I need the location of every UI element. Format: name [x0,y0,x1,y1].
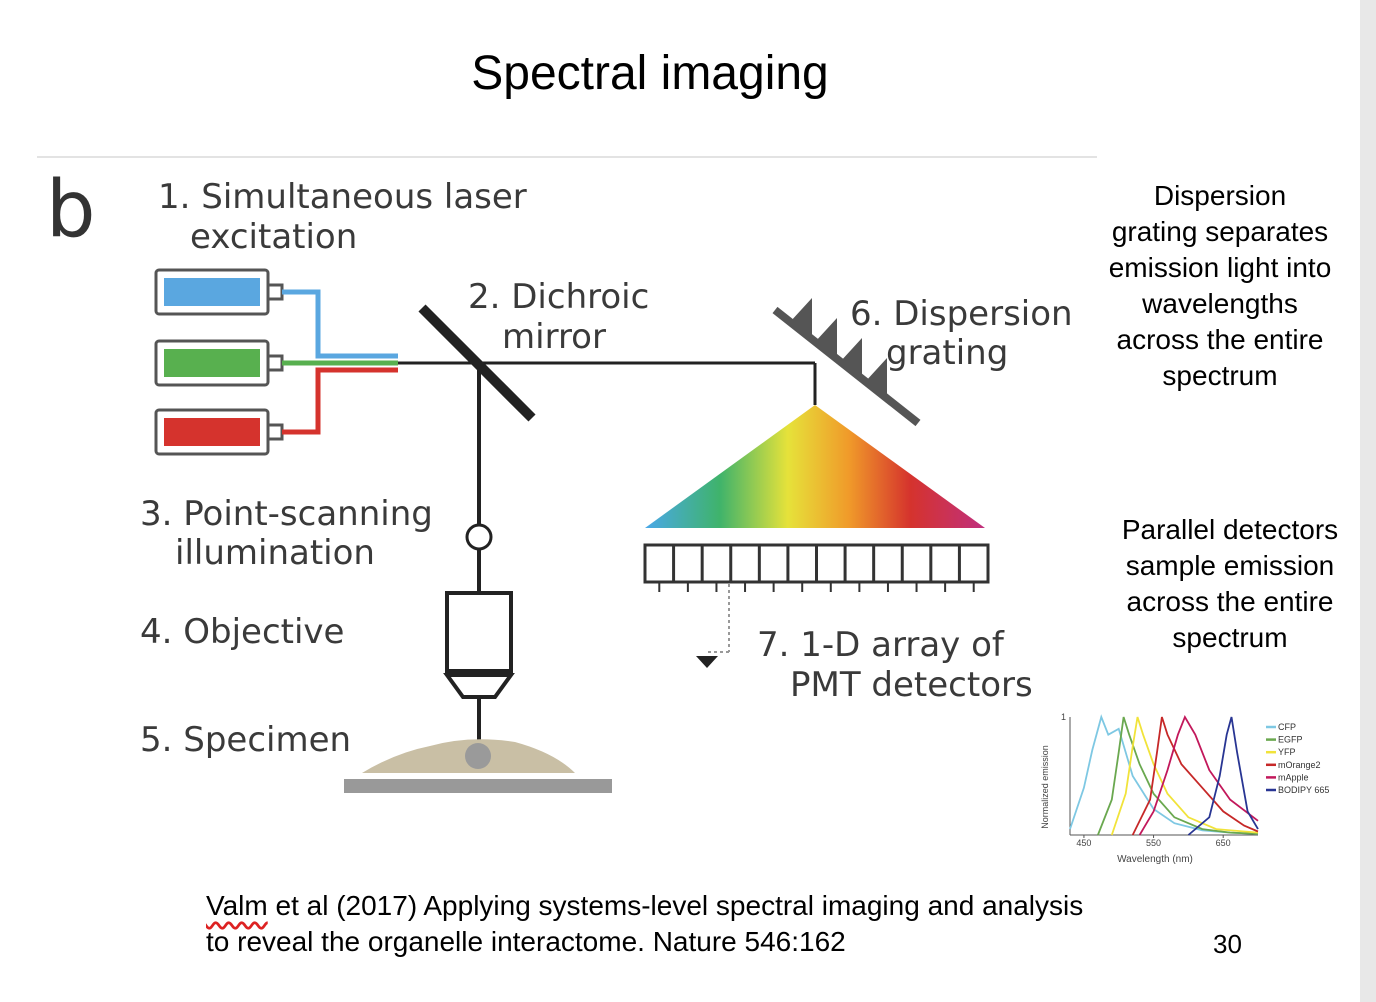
chart-y-tick-label: 1 [1061,712,1066,722]
chart-x-tick-label: 650 [1216,838,1231,848]
series-line [1097,716,1259,836]
detectors-note-line: spectrum [1172,622,1288,653]
step4-label: 4. Objective [140,612,344,652]
microscope-diagram: b 1. Simultaneous laser excitation 2. Di… [46,165,1073,793]
step6-label: 6. Dispersion grating [850,294,1073,373]
dispersion-note-line: wavelengths [1142,288,1298,319]
legend-label: EGFP [1278,735,1303,745]
citation-line1-rest: et al (2017) Applying systems-level spec… [267,890,1084,921]
dispersion-note: Dispersion grating separates emission li… [1090,178,1350,394]
slide-title: Spectral imaging [471,47,829,100]
legend-label: CFP [1278,722,1296,732]
laser-green [154,339,284,387]
laser-red [154,408,284,456]
detectors-note-line: across the entire [1126,586,1334,617]
step7-label-line1: 7. 1-D array of [757,625,1005,665]
dispersion-grating [772,298,921,427]
laser-beam-paths [282,289,398,435]
detectors-note-line: sample emission [1125,550,1335,581]
step1-label-line2: excitation [190,217,357,257]
legend-label: mOrange2 [1278,760,1321,770]
step5-label: 5. Specimen [140,720,351,760]
detectors-note: Parallel detectors sample emission acros… [1100,512,1360,656]
dispersion-note-line: Dispersion [1153,180,1287,211]
citation-line2: to reveal the organelle interactome. Nat… [206,926,846,957]
step2-label-line1: 2. Dichroic [468,277,649,317]
citation: Valm et al (2017) Applying systems-level… [206,888,1083,960]
specimen [344,739,612,793]
chart-xlabel: Wavelength (nm) [1117,854,1193,865]
step6-label-line2: grating [886,333,1008,373]
step7-label-line2: PMT detectors [790,665,1033,705]
beam-blue [282,289,398,359]
vertical-scrollbar[interactable] [1360,0,1376,1002]
step3-label: 3. Point-scanning illumination [140,494,433,573]
step3-label-line1: 3. Point-scanning [140,494,433,534]
beam-red [282,367,398,435]
step3-label-line2: illumination [175,533,375,573]
step1-label-line1: 1. Simultaneous laser [158,177,527,217]
emission-spectra-chart: Normalized emission Wavelength (nm) 450 5… [1040,712,1329,865]
step6-label-line1: 6. Dispersion [850,294,1073,334]
series-line [1138,714,1259,836]
panel-letter: b [46,165,96,255]
series-line [1187,716,1259,836]
step2-label: 2. Dichroic mirror [468,277,649,357]
pmt-detector-elements [643,545,990,592]
legend-label: YFP [1278,747,1296,757]
laser-green-fill [164,349,260,377]
laser-blue [154,268,284,316]
step1-label: 1. Simultaneous laser excitation [158,177,527,257]
dispersion-note-line: grating separates [1111,216,1329,247]
laser-blue-fill [164,278,260,306]
citation-line1: Valm et al (2017) Applying systems-level… [206,888,1083,924]
laser-red-fill [164,418,260,446]
step7-label: 7. 1-D array of PMT detectors [757,625,1033,705]
pmt-detector-array [643,543,990,668]
scan-point [465,523,493,551]
dispersed-spectrum [645,405,985,528]
objective-lens [443,591,515,699]
step2-label-line2: mirror [502,317,606,357]
chart-x-tick-label: 450 [1076,838,1091,848]
dispersion-note-line: across the entire [1116,324,1324,355]
chart-series-lines [1069,714,1259,836]
page-number: 30 [1213,929,1242,959]
legend-label: mApple [1278,772,1309,782]
dispersion-note-line: spectrum [1162,360,1278,391]
series-line [1069,714,1259,835]
title-divider [37,156,1097,158]
legend-label: BODIPY 665 [1278,785,1329,795]
chart-x-tick-label: 550 [1146,838,1161,848]
citation-author: Valm [206,890,268,921]
dispersion-note-line: emission light into [1108,252,1332,283]
chart-ylabel: Normalized emission [1040,745,1050,829]
chart-axes: 450 550 650 1 [1061,712,1258,848]
detectors-note-line: Parallel detectors [1121,514,1339,545]
